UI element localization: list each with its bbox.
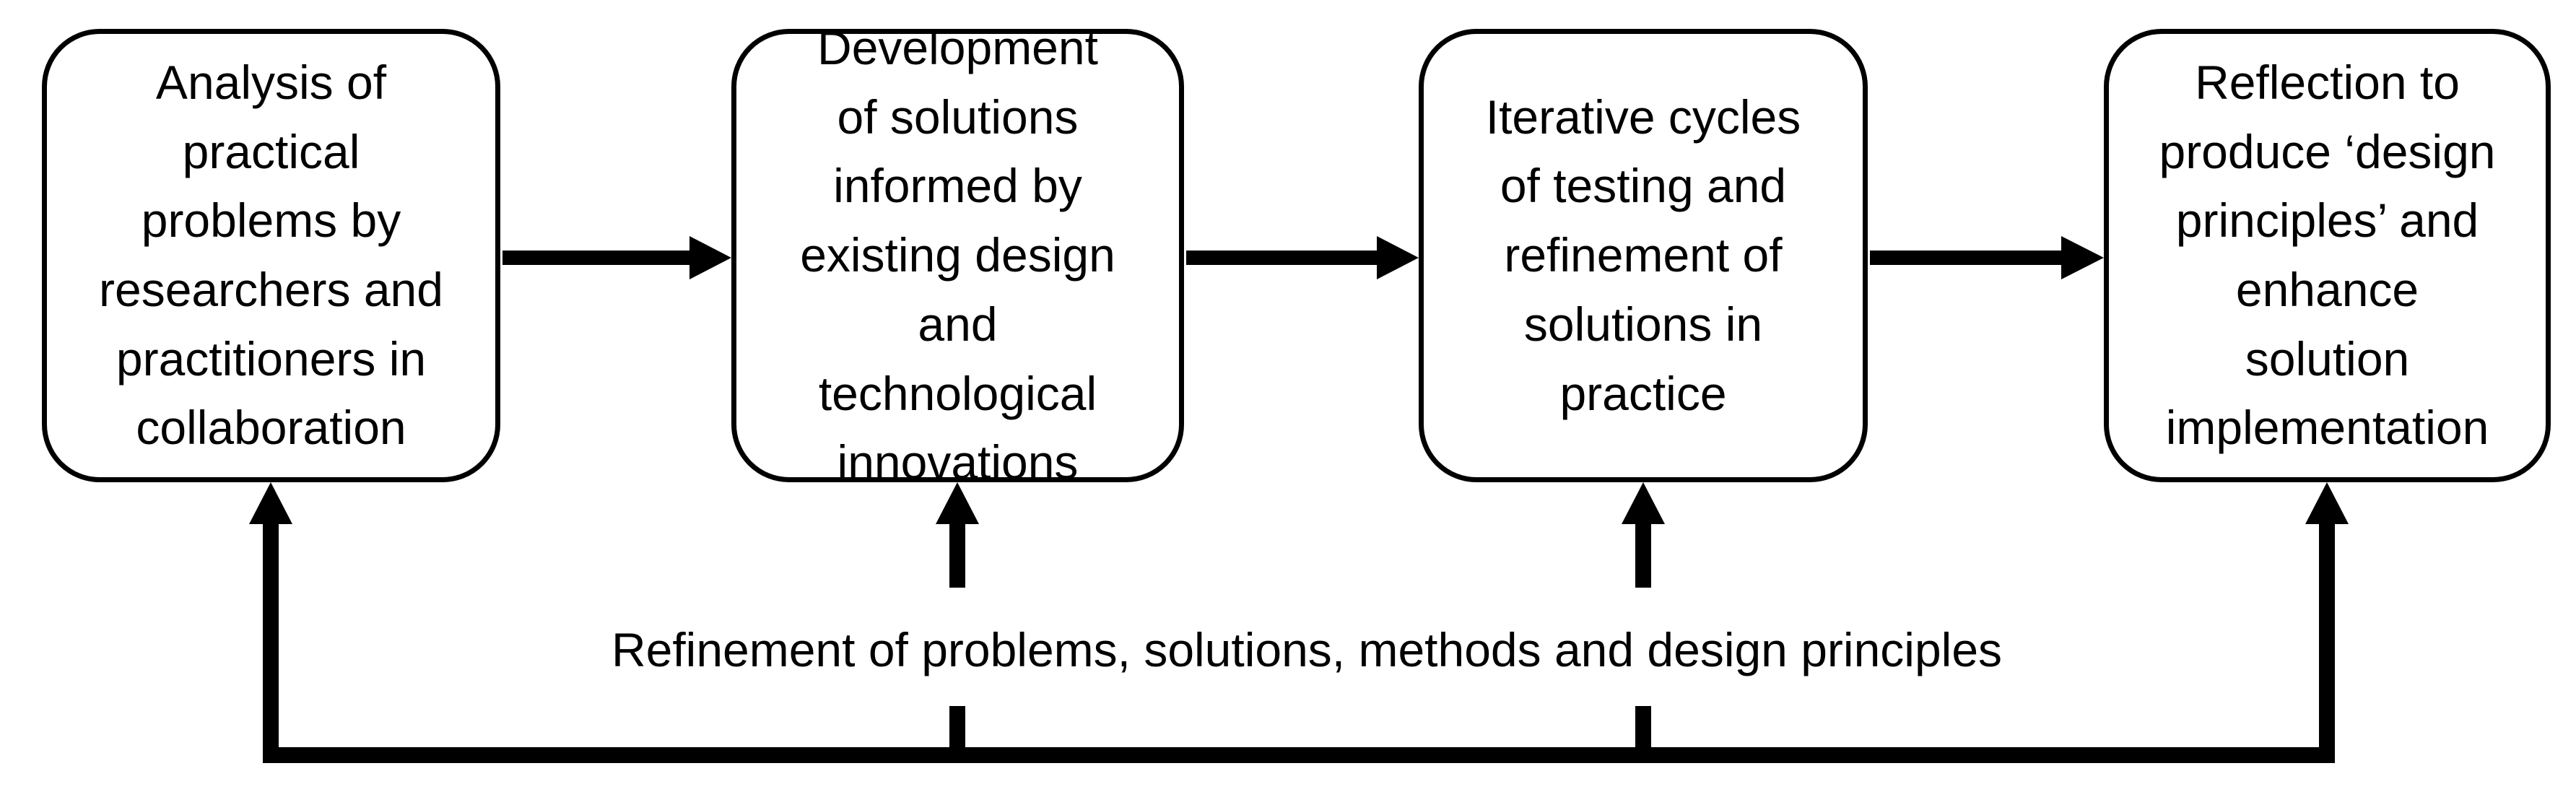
process-box-iterative-cycles-text: Iterative cycles of testing and refineme… <box>1485 90 1801 420</box>
process-box-reflection: Reflection to produce ‘design principles… <box>2104 29 2551 482</box>
feedback-arrow-to-iteration-icon <box>1622 482 1665 758</box>
process-box-analysis-text: Analysis of practical problems by resear… <box>99 55 443 455</box>
process-box-iterative-cycles: Iterative cycles of testing and refineme… <box>1419 29 1868 482</box>
arrow-analysis-to-development-icon <box>502 236 731 279</box>
arrow-iteration-to-reflection-icon <box>1870 236 2104 279</box>
feedback-arrow-to-reflection-icon <box>2305 482 2349 758</box>
arrow-development-to-iteration-icon <box>1186 236 1419 279</box>
feedback-arrow-to-iteration-head <box>1622 482 1665 524</box>
feedback-arrow-to-reflection-head <box>2305 482 2349 524</box>
arrow-development-to-iteration-head <box>1377 236 1419 279</box>
arrow-iteration-to-reflection-head <box>2061 236 2104 279</box>
feedback-loop-label: Refinement of problems, solutions, metho… <box>611 623 2003 676</box>
feedback-arrow-to-development-icon <box>936 482 979 758</box>
process-box-development-text: Development of solutions informed by exi… <box>800 21 1115 489</box>
process-box-development: Development of solutions informed by exi… <box>731 21 1184 489</box>
feedback-arrow-to-development-head <box>936 482 979 524</box>
process-box-reflection-text: Reflection to produce ‘design principles… <box>2159 55 2496 455</box>
arrow-analysis-to-development-head <box>689 236 731 279</box>
feedback-arrow-to-analysis-head <box>249 482 292 524</box>
feedback-arrow-to-analysis-icon <box>249 482 292 758</box>
process-box-analysis: Analysis of practical problems by resear… <box>42 29 500 482</box>
